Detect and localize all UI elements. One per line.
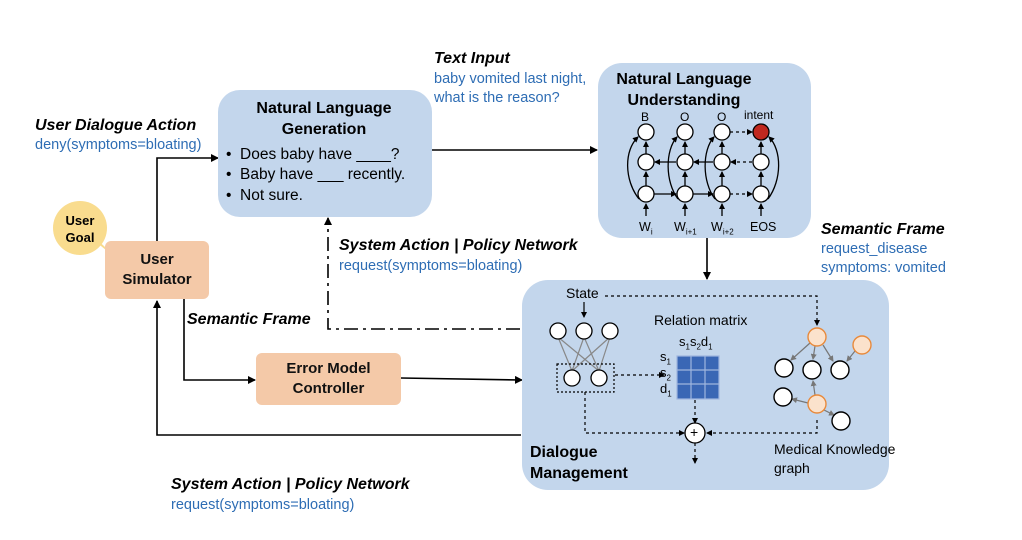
user-dialogue-action-value: deny(symptoms=bloating)	[35, 137, 202, 153]
nlg-title: Natural Language Generation	[256, 100, 392, 138]
user-simulator-label: User Simulator	[122, 251, 192, 288]
nlu-input-eos: EOS	[750, 220, 777, 234]
text-input-value: baby vomited last night, what is the rea…	[434, 71, 587, 106]
nlu-tag-intent: intent	[744, 108, 774, 122]
system-action-top-value: request(symptoms=bloating)	[339, 258, 523, 274]
arrow-error-model-to-dm	[400, 375, 523, 384]
nlu-tag-b: B	[641, 110, 650, 124]
dialogue-management-title: Dialogue Management	[530, 444, 628, 482]
plus-label: +	[690, 424, 699, 440]
nlg-panel	[218, 90, 432, 217]
nlu-tag-o1: O	[680, 110, 690, 124]
matrix-row-s2: s2	[660, 365, 671, 383]
semantic-frame-right-line-2: symptoms: vomited	[821, 260, 946, 276]
system-action-bottom-value: request(symptoms=bloating)	[171, 497, 355, 513]
nlu-input-wi2: Wi+2	[711, 220, 734, 237]
nlu-input-wi: Wi	[639, 220, 653, 237]
error-model-box: Error Model Controller	[256, 353, 401, 405]
nlg-bullet-3: • Not sure.	[226, 187, 303, 204]
relation-matrix-label: Relation matrix	[654, 312, 748, 328]
text-input-label: Text Input	[434, 50, 510, 67]
semantic-frame-right-line-1: request_disease	[821, 241, 928, 257]
kg-label: Medical Knowledge graph	[774, 441, 896, 476]
semantic-frame-right-label: Semantic Frame	[821, 221, 945, 238]
nlg-bullet-1: • Does baby have ____?	[226, 146, 400, 163]
system-action-top-label: System Action | Policy Network	[339, 237, 578, 254]
user-dialogue-action-label: User Dialogue Action	[35, 117, 197, 134]
user-simulator-box: User Simulator	[105, 241, 209, 299]
matrix-row-d1: d1	[660, 381, 672, 399]
nlu-input-wi1: Wi+1	[674, 220, 697, 237]
arrow-simulator-to-nlg	[156, 154, 219, 241]
arrow-dm-to-simulator	[153, 300, 521, 436]
matrix-row-s1: s1	[660, 349, 671, 367]
nlu-title: Natural Language Understanding	[616, 71, 752, 109]
nlg-bullet-2: • Baby have ___ recently.	[226, 166, 406, 183]
user-goal-label: User Goal	[65, 213, 95, 245]
nlu-tag-o2: O	[717, 110, 727, 124]
semantic-frame-left-label: Semantic Frame	[187, 311, 311, 328]
arrow-simulator-to-error-model	[183, 299, 256, 384]
state-label: State	[566, 285, 599, 301]
arrow-dm-to-nlg	[324, 217, 520, 330]
system-action-bottom-label: System Action | Policy Network	[171, 476, 410, 493]
matrix-column-labels: s1s2d1	[679, 334, 713, 352]
error-model-label: Error Model Controller	[286, 360, 371, 397]
